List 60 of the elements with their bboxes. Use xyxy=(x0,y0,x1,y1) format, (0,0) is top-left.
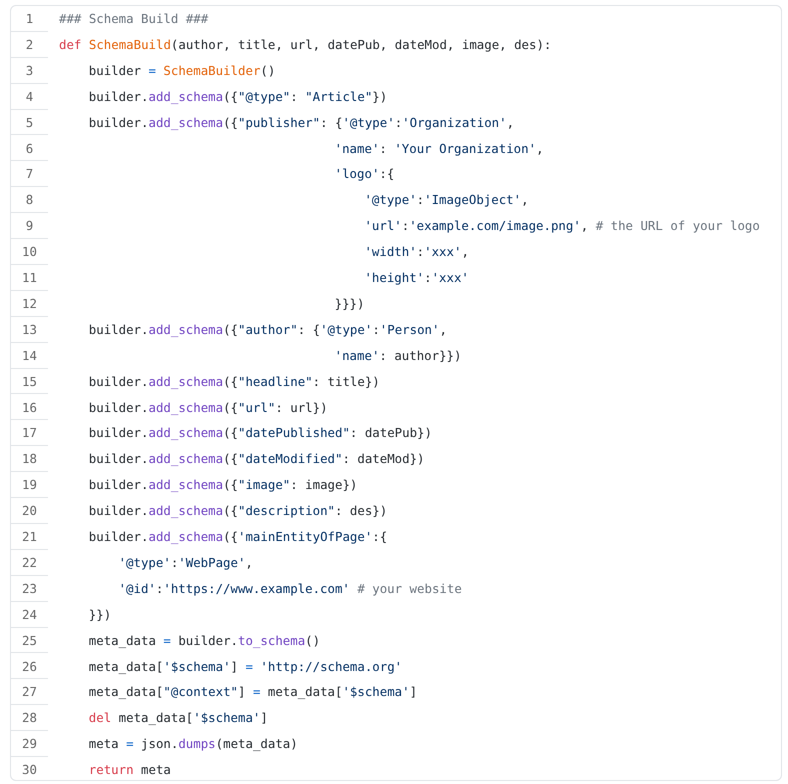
line-number: 14 xyxy=(11,342,48,369)
line-number: 12 xyxy=(11,290,48,317)
line-number: 10 xyxy=(11,239,48,265)
code-line: builder.add_schema({"url": url}) xyxy=(88,398,328,417)
code-line: 'logo':{ xyxy=(334,165,394,184)
code-line: builder.add_schema({"@type": "Article"}) xyxy=(88,88,388,106)
line-number: 1 xyxy=(11,6,48,32)
line-number: 8 xyxy=(11,187,48,214)
line-number: 22 xyxy=(11,550,48,576)
line-number: 4 xyxy=(11,84,48,110)
code-line: 'name': author}}) xyxy=(334,346,462,365)
line-number: 29 xyxy=(11,731,48,758)
code-line: return meta xyxy=(88,761,171,780)
code-line: '@type':'ImageObject', xyxy=(364,191,529,210)
code-line: del meta_data['$schema'] xyxy=(88,709,268,728)
code-line: builder.add_schema({"author": {'@type':'Person', xyxy=(88,320,447,339)
line-number: 11 xyxy=(11,265,48,291)
code-line: builder.add_schema({"headline": title}) xyxy=(88,372,380,391)
code-line: builder = SchemaBuilder() xyxy=(88,62,276,80)
code-line: 'url':'example.com/image.png', # the URL of your logo xyxy=(364,217,760,236)
code-line: builder.add_schema({"description": des}) xyxy=(88,502,388,520)
code-line: meta_data = builder.to_schema() xyxy=(88,632,320,650)
code-line: ### Schema Build ### xyxy=(59,10,208,28)
line-number: 20 xyxy=(11,498,48,524)
code-line: '@id':'https://www.example.com' # your website xyxy=(118,580,462,598)
line-number: 18 xyxy=(11,446,48,472)
code-line: def SchemaBuild(author, title, url, datePub, dateMod, image, des): xyxy=(59,36,552,54)
code-line: }}}) xyxy=(334,294,364,313)
line-number: 15 xyxy=(11,368,48,394)
line-number: 3 xyxy=(11,58,48,84)
code-line: builder.add_schema({"dateModified": dateMod}) xyxy=(88,450,425,468)
code-line: meta = json.dumps(meta_data) xyxy=(88,735,298,754)
code-line: 'height':'xxx' xyxy=(364,269,469,287)
line-number: 28 xyxy=(11,705,48,732)
line-number: 21 xyxy=(11,524,48,550)
code-line: builder.add_schema({"image": image}) xyxy=(88,476,358,494)
code-line: builder.add_schema({"publisher": {'@type':'Organization', xyxy=(88,114,514,132)
code-line: 'width':'xxx', xyxy=(364,243,469,262)
code-line: builder.add_schema({'mainEntityOfPage':{ xyxy=(88,528,388,546)
line-number: 17 xyxy=(11,420,48,446)
code-line: builder.add_schema({"datePublished": datePub}) xyxy=(88,424,432,442)
line-number: 26 xyxy=(11,654,48,680)
line-number: 25 xyxy=(11,628,48,654)
code-line: '@type':'WebPage', xyxy=(118,554,253,572)
line-number: 9 xyxy=(11,213,48,240)
line-number: 5 xyxy=(11,110,48,136)
code-line: meta_data["@context"] = meta_data['$schema'] xyxy=(88,683,418,702)
line-number: 2 xyxy=(11,32,48,58)
line-number: 30 xyxy=(11,757,48,780)
line-number: 19 xyxy=(11,472,48,498)
line-number: 16 xyxy=(11,394,48,420)
line-number: 13 xyxy=(11,316,48,343)
code-line: 'name': 'Your Organization', xyxy=(334,140,544,158)
line-number: 6 xyxy=(11,136,48,162)
line-number: 7 xyxy=(11,161,48,188)
line-number: 24 xyxy=(11,602,48,628)
code-line: meta_data['$schema'] = 'http://schema.org' xyxy=(88,658,402,676)
line-number: 23 xyxy=(11,576,48,602)
code-line: }}) xyxy=(88,606,112,624)
line-number: 27 xyxy=(11,679,48,706)
